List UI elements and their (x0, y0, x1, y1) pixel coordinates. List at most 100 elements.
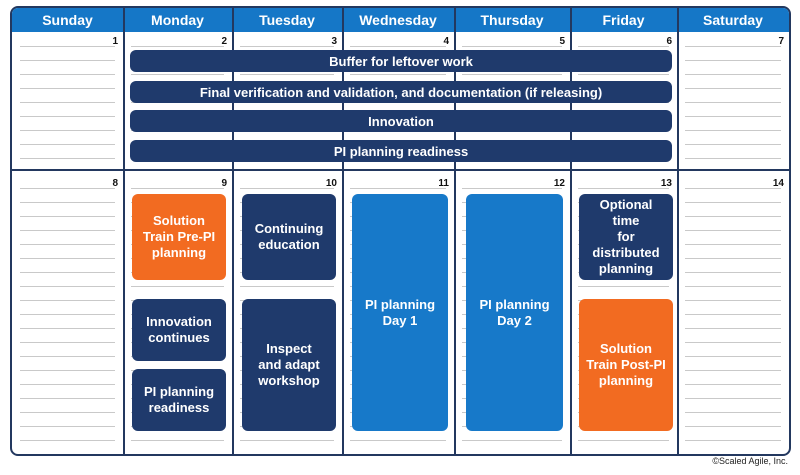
ruled-line (20, 158, 115, 159)
continuing-education-box: Continuing education (242, 194, 336, 280)
innovation-continues-box: Innovation continues (132, 299, 226, 361)
pi-planning-readiness-bar: PI planning readiness (130, 140, 672, 162)
ruled-line (685, 130, 781, 131)
ruled-line (20, 60, 115, 61)
ruled-line (20, 202, 115, 203)
ruled-line (685, 88, 781, 89)
solution-train-pre-pi-box: Solution Train Pre-PI planning (132, 194, 226, 280)
ruled-line (20, 130, 115, 131)
ruled-line (462, 46, 562, 47)
ruled-line (578, 286, 669, 287)
column-divider (570, 8, 572, 454)
ruled-line (685, 398, 781, 399)
column-divider (342, 8, 344, 454)
date-number: 13 (660, 178, 672, 189)
header-friday: Friday (602, 12, 645, 28)
ruled-line (578, 188, 669, 189)
ruled-line (20, 328, 115, 329)
ruled-line (20, 356, 115, 357)
ruled-line (20, 398, 115, 399)
ruled-line (462, 188, 562, 189)
ruled-line (20, 370, 115, 371)
pi-planning-day2-box: PI planning Day 2 (466, 194, 563, 431)
ruled-line (131, 74, 224, 75)
ruled-line (462, 74, 562, 75)
ruled-line (240, 286, 334, 287)
ruled-line (350, 46, 446, 47)
ruled-line (20, 188, 115, 189)
column-divider (677, 8, 679, 454)
ruled-line (685, 102, 781, 103)
date-number: 6 (666, 36, 672, 47)
ruled-line (20, 440, 115, 441)
optional-distributed-planning-box: Optional time for distributed planning (579, 194, 673, 280)
date-number: 3 (331, 36, 337, 47)
ruled-line (131, 46, 224, 47)
ruled-line (20, 384, 115, 385)
buffer-bar: Buffer for leftover work (130, 50, 672, 72)
date-number: 12 (553, 178, 565, 189)
date-number: 7 (778, 36, 784, 47)
ruled-line (20, 74, 115, 75)
date-number: 9 (221, 178, 227, 189)
innovation-bar: Innovation (130, 110, 672, 132)
ruled-line (685, 440, 781, 441)
ruled-line (685, 314, 781, 315)
weekday-header: Sunday Monday Tuesday Wednesday Thursday… (12, 8, 789, 32)
ruled-line (20, 272, 115, 273)
column-divider (232, 8, 234, 454)
ruled-line (240, 46, 334, 47)
date-number: 14 (772, 178, 784, 189)
ruled-line (131, 440, 224, 441)
inspect-adapt-workshop-box: Inspect and adapt workshop (242, 299, 336, 431)
ruled-line (350, 188, 446, 189)
ruled-line (685, 426, 781, 427)
ruled-line (20, 258, 115, 259)
ruled-line (20, 314, 115, 315)
ruled-line (20, 216, 115, 217)
ruled-line (685, 286, 781, 287)
header-monday: Monday (151, 12, 204, 28)
ruled-line (685, 370, 781, 371)
ruled-line (20, 426, 115, 427)
ruled-line (685, 384, 781, 385)
date-number: 4 (443, 36, 449, 47)
ruled-line (240, 440, 334, 441)
ruled-line (20, 144, 115, 145)
ruled-line (685, 272, 781, 273)
header-thursday: Thursday (480, 12, 544, 28)
week-divider (12, 169, 789, 171)
ruled-line (240, 188, 334, 189)
ruled-line (685, 188, 781, 189)
ruled-line (685, 116, 781, 117)
ruled-line (20, 412, 115, 413)
header-tuesday: Tuesday (259, 12, 315, 28)
ruled-line (20, 230, 115, 231)
ruled-line (685, 60, 781, 61)
date-number: 5 (559, 36, 565, 47)
date-number: 2 (221, 36, 227, 47)
ruled-line (20, 244, 115, 245)
ruled-line (350, 440, 446, 441)
ruled-line (20, 286, 115, 287)
ruled-line (685, 46, 781, 47)
calendar: Sunday Monday Tuesday Wednesday Thursday… (10, 6, 791, 456)
ruled-line (685, 244, 781, 245)
ruled-line (685, 158, 781, 159)
copyright-credit: ©Scaled Agile, Inc. (712, 456, 788, 466)
ruled-line (685, 300, 781, 301)
ruled-line (685, 202, 781, 203)
pi-planning-readiness-box: PI planning readiness (132, 369, 226, 431)
date-number: 1 (112, 36, 118, 47)
ruled-line (685, 216, 781, 217)
ruled-line (685, 74, 781, 75)
ruled-line (685, 342, 781, 343)
date-number: 11 (438, 178, 449, 189)
column-divider (123, 8, 125, 454)
pi-planning-day1-box: PI planning Day 1 (352, 194, 448, 431)
ruled-line (240, 74, 334, 75)
ruled-line (131, 188, 224, 189)
ruled-line (20, 300, 115, 301)
solution-train-post-pi-box: Solution Train Post-PI planning (579, 299, 673, 431)
ruled-line (685, 328, 781, 329)
